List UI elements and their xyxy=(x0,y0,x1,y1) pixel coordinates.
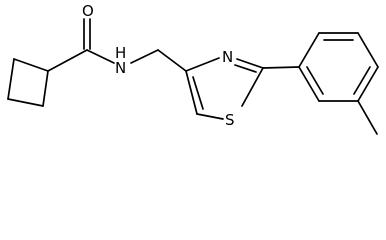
amide-nitrogen-label: N xyxy=(115,59,126,77)
sulfur-label: S xyxy=(225,111,235,129)
bond xyxy=(185,57,220,72)
bond xyxy=(157,49,187,72)
bond xyxy=(357,32,379,68)
cyclobutane-ring xyxy=(7,58,49,107)
structure-drawing: O N H N S xyxy=(7,2,379,135)
double-bond xyxy=(306,66,324,95)
bond xyxy=(196,113,224,120)
bond xyxy=(86,49,115,64)
oxygen-label: O xyxy=(82,2,94,20)
bond xyxy=(47,49,88,72)
molecule-structure: O N H N S xyxy=(7,2,379,135)
bond xyxy=(357,66,379,102)
amide-group xyxy=(47,18,187,72)
bond xyxy=(262,66,300,69)
bond xyxy=(241,67,264,107)
bond xyxy=(7,58,15,100)
bond xyxy=(298,66,320,102)
double-bond xyxy=(234,64,257,73)
bond xyxy=(7,98,44,107)
bond xyxy=(13,58,49,72)
double-bond xyxy=(192,76,204,110)
amide-hydrogen-label: H xyxy=(115,44,126,62)
ring-nitrogen-label: N xyxy=(222,48,233,66)
double-bond xyxy=(236,58,264,69)
methyl-bond xyxy=(357,100,378,135)
bond xyxy=(185,70,198,115)
bond xyxy=(298,32,320,68)
bond xyxy=(130,49,159,64)
thiazole-ring xyxy=(185,57,264,120)
tolyl-ring xyxy=(298,32,379,135)
bond xyxy=(42,70,49,107)
double-bond xyxy=(353,66,371,95)
